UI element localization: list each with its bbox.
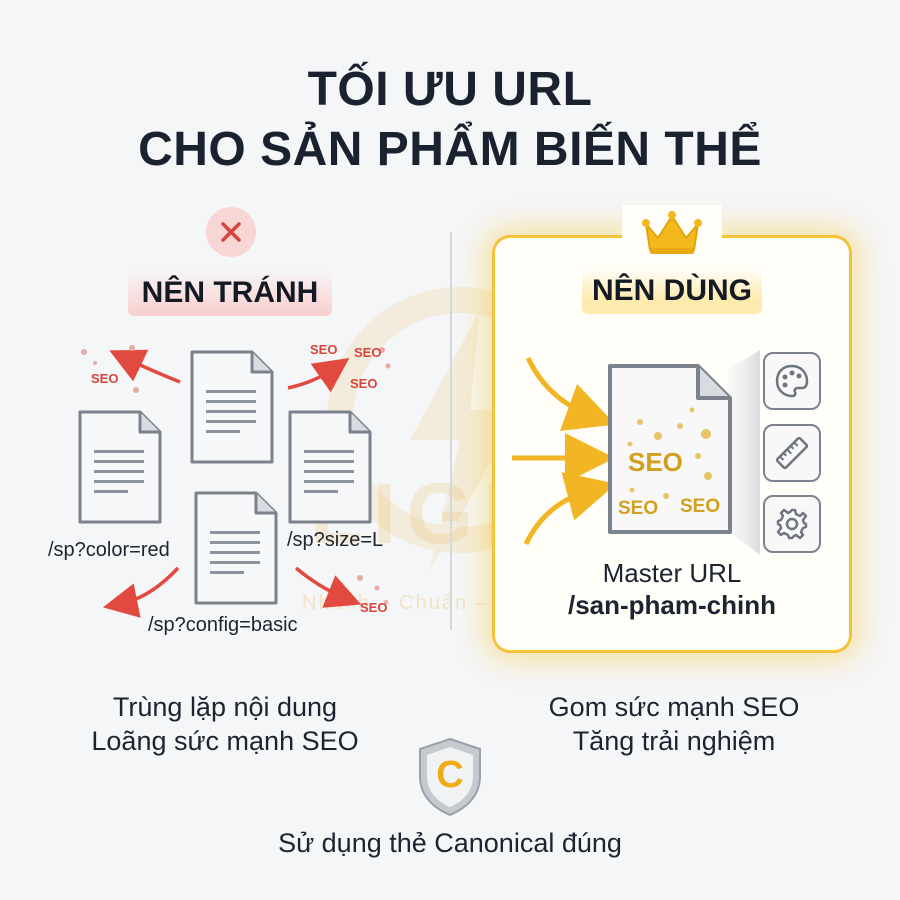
shield-icon [419, 737, 481, 817]
seo-tag-gold: SEO [618, 498, 659, 519]
ruler-tile [763, 424, 821, 482]
arrow-bottom-right [294, 566, 362, 608]
use-caption-2: Tăng trải nghiệm [572, 726, 776, 756]
gear-icon [776, 508, 808, 540]
settings-tile [763, 495, 821, 553]
master-url-path: /san-pham-chinh [567, 590, 776, 620]
recommended-heading: NÊN DÙNG [582, 268, 762, 314]
seo-tag-red: SEO [360, 600, 388, 615]
document-icon-bottom [194, 491, 278, 605]
document-icon-right [288, 410, 372, 524]
canonical-letter: C [436, 754, 464, 796]
palette-icon [775, 364, 809, 398]
column-divider [450, 232, 452, 630]
document-icon-left [78, 410, 162, 524]
arrow-bottom-left [102, 566, 180, 618]
ruler-icon [775, 436, 809, 470]
arrow-in-bottom [523, 472, 617, 546]
avoid-caption-2: Loãng sức mạnh SEO [91, 726, 359, 756]
duplicate-pages-illustration [78, 345, 391, 618]
document-icon-top [190, 350, 274, 464]
avoid-heading: NÊN TRÁNH [128, 270, 332, 316]
title-line-1: TỐI ƯU URL [307, 63, 593, 116]
use-caption-1: Gom sức mạnh SEO [548, 692, 800, 722]
close-icon [221, 222, 241, 242]
seo-tag-red: SEO [350, 376, 378, 391]
master-url-illustration [512, 350, 760, 555]
canonical-caption: Sử dụng thẻ Canonical đúng [278, 828, 622, 858]
arrow-top-left [109, 349, 181, 384]
master-document-icon [608, 364, 732, 534]
crown-icon [642, 211, 702, 254]
seo-tag-red: SEO [354, 345, 382, 360]
variant-url-size: /sp?size=L [287, 529, 384, 551]
seo-tag-gold: SEO [680, 496, 721, 517]
arrow-in-top [525, 356, 616, 431]
seo-tag-gold-large: SEO [628, 447, 683, 477]
palette-tile [763, 352, 821, 410]
seo-tag-red: SEO [91, 371, 119, 386]
beam-shape [727, 350, 760, 555]
avoid-caption-1: Trùng lặp nội dung [112, 692, 338, 722]
variant-url-color: /sp?color=red [48, 539, 170, 561]
arrow-top-right [287, 357, 350, 393]
title-line-2: CHO SẢN PHẨM BIẾN THỂ [138, 123, 762, 176]
variant-url-config: /sp?config=basic [148, 614, 298, 636]
avoid-badge [206, 207, 256, 257]
master-url-label: Master URL [602, 558, 742, 588]
seo-tag-red: SEO [310, 342, 338, 357]
